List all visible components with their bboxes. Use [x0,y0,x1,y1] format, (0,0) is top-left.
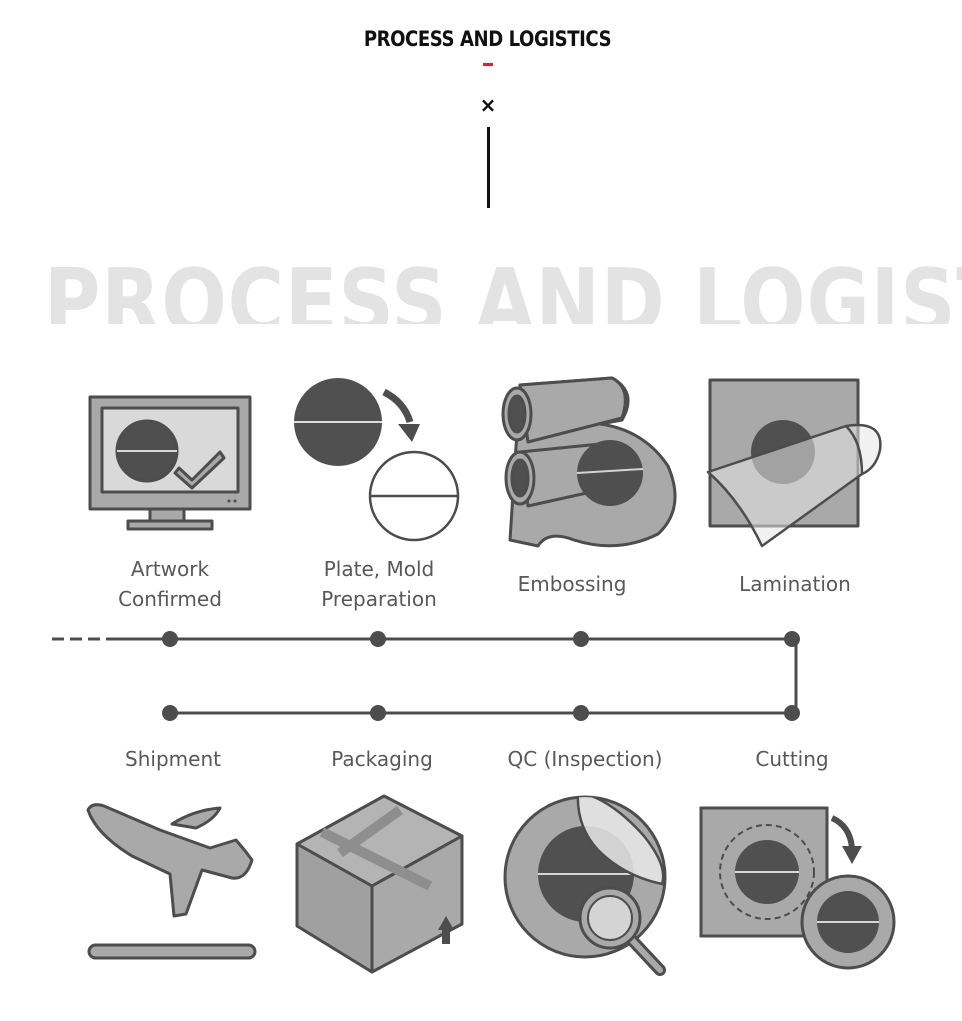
step-label-cutting: Cutting [755,747,828,771]
step-label-plate-line2: Preparation [321,587,437,611]
magnifier-icon [503,795,667,976]
step-label-artwork-line1: Artwork [131,557,210,581]
page-title: PROCESS AND LOGISTICS [363,27,612,51]
step-label-packaging: Packaging [331,747,433,771]
timeline-node-embossing [573,631,589,647]
page-header: PROCESS AND LOGISTICS × [0,0,962,215]
close-icon[interactable]: × [479,93,497,117]
embossing-rollers-icon [501,376,677,548]
timeline-node-plate [370,631,386,647]
timeline-node-cutting [784,705,800,721]
process-diagram: Artwork Confirmed Plate, Mold Preparatio… [0,340,962,1021]
watermark-heading: PROCESS AND LOGISTICS [0,256,962,324]
timeline-node-packaging [370,705,386,721]
monitor-check-icon [88,395,252,531]
step-label-shipment: Shipment [125,747,221,771]
airplane-icon [86,803,257,960]
watermark-text: PROCESS AND LOGISTICS [44,256,962,324]
process-timeline [52,637,798,715]
timeline-node-artwork [162,631,178,647]
process-diagram-svg: Artwork Confirmed Plate, Mold Preparatio… [52,376,896,976]
lamination-sheet-icon [706,378,882,548]
plate-mold-icon [294,378,460,542]
step-label-qc: QC (Inspection) [508,747,663,771]
timeline-node-lamination [784,631,800,647]
timeline-node-qc [573,705,589,721]
box-icon [295,794,464,974]
step-label-plate-line1: Plate, Mold [324,557,434,581]
timeline-node-shipment [162,705,178,721]
title-accent-bar [483,63,493,66]
vertical-divider [487,127,490,208]
cutting-icon [699,806,896,970]
step-label-artwork-line2: Confirmed [118,587,222,611]
timeline-path [114,637,798,715]
step-label-embossing: Embossing [518,572,627,596]
step-label-lamination: Lamination [739,572,851,596]
